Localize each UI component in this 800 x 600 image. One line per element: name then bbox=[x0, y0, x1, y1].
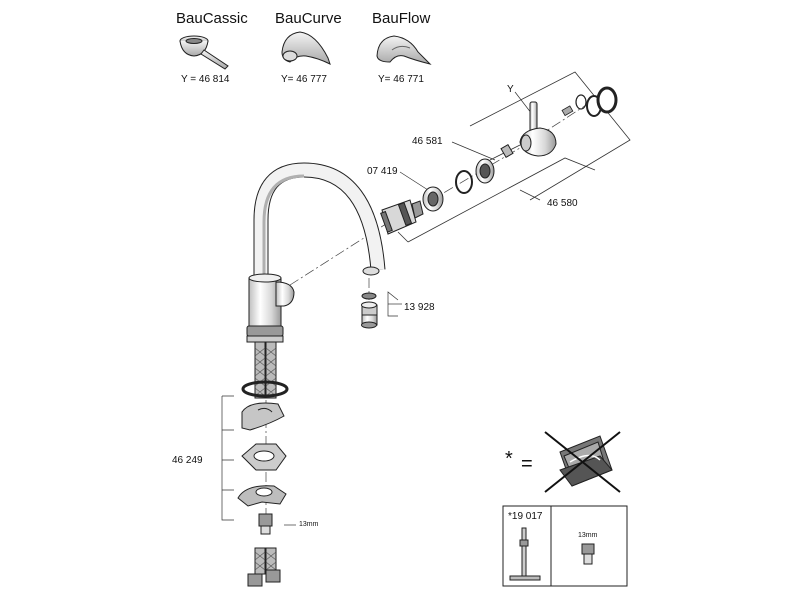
part-label-46249: 46 249 bbox=[172, 455, 203, 466]
variant-name-baucurve: BauCurve bbox=[275, 10, 342, 27]
notice-equals: = bbox=[521, 453, 533, 475]
variant-code-baucurve: Y= 46 777 bbox=[281, 74, 327, 85]
part-label-13928: 13 928 bbox=[404, 302, 435, 313]
lever-handle-y bbox=[519, 101, 557, 157]
base-gasket bbox=[241, 380, 289, 398]
mounting-nut-13mm bbox=[258, 513, 273, 535]
mounting-tool-19017-icon bbox=[509, 527, 541, 581]
variant-code-baucassic: Y = 46 814 bbox=[181, 74, 230, 85]
assembly-axis-lines bbox=[265, 95, 601, 530]
wrench-13mm-icon bbox=[581, 543, 595, 565]
mounting-set-46249 bbox=[237, 402, 287, 507]
bauflow-handle-icon bbox=[376, 35, 432, 65]
hose-connectors bbox=[247, 547, 281, 587]
o-ring-small bbox=[575, 94, 587, 110]
baucassic-handle-icon bbox=[179, 35, 229, 70]
cartridge bbox=[380, 199, 424, 235]
variant-code-bauflow: Y= 46 771 bbox=[378, 74, 424, 85]
baucurve-handle-icon bbox=[281, 31, 331, 65]
braided-hose bbox=[254, 341, 277, 399]
no-abrasive-cleaner-icon bbox=[544, 431, 621, 493]
bushing-07419 bbox=[422, 186, 444, 212]
o-ring-outer bbox=[596, 86, 618, 114]
tool-code-19017: *19 017 bbox=[508, 511, 543, 522]
part-label-46580: 46 580 bbox=[547, 198, 578, 209]
tool-wrench-13mm: 13mm bbox=[578, 532, 598, 539]
aerator-13928 bbox=[361, 292, 378, 329]
tool-box bbox=[502, 505, 628, 587]
part-label-07419: 07 419 bbox=[367, 166, 398, 177]
variant-name-bauflow: BauFlow bbox=[372, 10, 431, 27]
variant-name-baucassic: BauCassic bbox=[176, 10, 248, 27]
escutcheon-46581 bbox=[455, 143, 514, 194]
lever-screw bbox=[561, 105, 574, 117]
part-label-lever-y: Y bbox=[507, 84, 514, 95]
part-label-46581: 46 581 bbox=[412, 136, 443, 147]
faucet-body bbox=[246, 162, 386, 343]
part-label-13mm: 13mm bbox=[299, 521, 319, 528]
notice-asterisk: * bbox=[505, 448, 513, 470]
